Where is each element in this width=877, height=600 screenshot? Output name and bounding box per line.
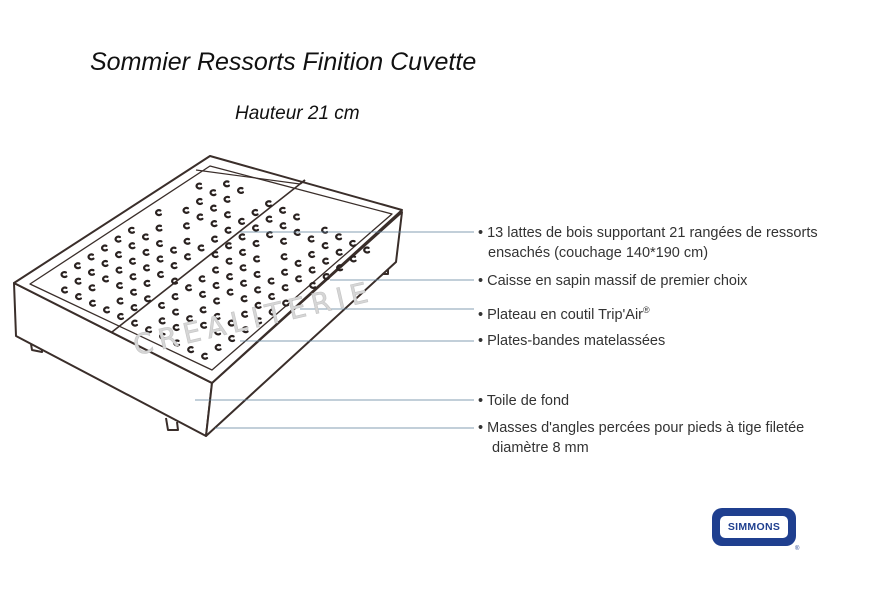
feature-slats: • 13 lattes de bois supportant 21 rangée…: [478, 223, 818, 263]
feature-text-cont: ensachés (couchage 140*190 cm): [478, 243, 818, 263]
bullet: •: [478, 420, 483, 436]
feature-frame: • Caisse en sapin massif de premier choi…: [478, 271, 747, 291]
feature-text: Plateau en coutil Trip'Air: [487, 307, 643, 323]
feature-bottom-cloth: • Toile de fond: [478, 391, 569, 411]
feature-corner-blocks: • Masses d'angles percées pour pieds à t…: [478, 418, 804, 458]
feature-text: Toile de fond: [487, 393, 569, 409]
logo-registered-mark: ®: [795, 546, 799, 552]
feature-text: Masses d'angles percées pour pieds à tig…: [487, 420, 804, 436]
bullet: •: [478, 273, 483, 289]
feature-text: Caisse en sapin massif de premier choix: [487, 273, 747, 289]
bullet: •: [478, 307, 483, 323]
feature-top-fabric: • Plateau en coutil Trip'Air®: [478, 300, 650, 325]
registered-mark: ®: [643, 305, 650, 315]
bullet: •: [478, 393, 483, 409]
feature-borders: • Plates-bandes matelassées: [478, 331, 665, 351]
feature-text-cont: diamètre 8 mm: [478, 438, 804, 458]
simmons-logo: SIMMONS: [712, 508, 796, 546]
feature-text: 13 lattes de bois supportant 21 rangées …: [487, 225, 817, 241]
logo-text: SIMMONS: [728, 521, 780, 533]
bullet: •: [478, 333, 483, 349]
feature-text: Plates-bandes matelassées: [487, 333, 665, 349]
bullet: •: [478, 225, 483, 241]
